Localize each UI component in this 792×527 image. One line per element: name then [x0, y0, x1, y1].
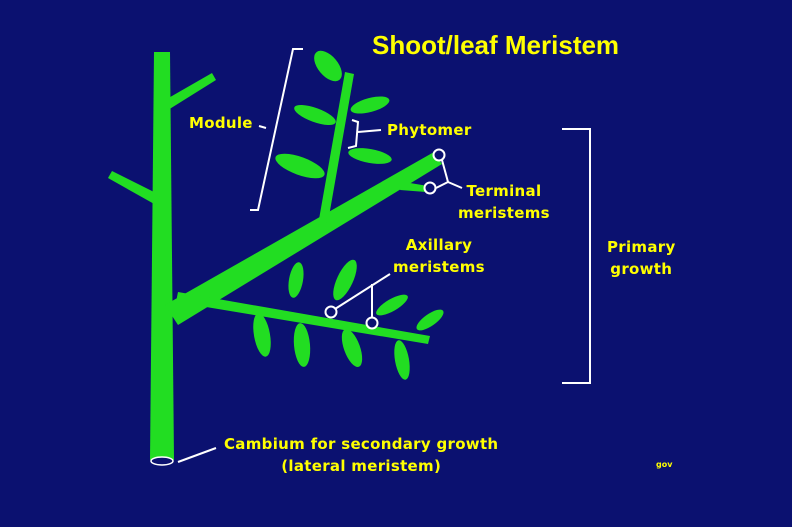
module-bracket [250, 48, 303, 211]
plant-illustration [108, 50, 444, 466]
module-pointer [258, 125, 267, 129]
main-branch [165, 152, 442, 325]
primary-growth-label: Primary growth [607, 236, 676, 280]
terminal-pointer [447, 181, 463, 189]
leaf [394, 340, 410, 380]
annotation-lines [177, 48, 591, 463]
leaf [416, 309, 444, 331]
leaf [253, 313, 271, 357]
leaf [293, 323, 311, 367]
primary-growth-line-2: growth [610, 260, 673, 278]
slide-title: Shoot/leaf Meristem [372, 30, 620, 60]
terminal-meristems-line-2: meristems [458, 204, 550, 222]
leaf [341, 329, 363, 367]
leaf [333, 259, 357, 301]
axillary-meristem-marker [365, 316, 379, 330]
leaf [275, 153, 325, 179]
leaf [350, 96, 390, 114]
cambium-line-2: (lateral meristem) [281, 457, 442, 475]
terminal-twig [400, 182, 428, 192]
leaf [288, 262, 304, 298]
upper-shoot [318, 72, 354, 225]
cambium-label: Cambium for secondary growth (lateral me… [224, 433, 498, 477]
terminal-meristem-marker [423, 181, 437, 195]
axillary-pointer [334, 273, 391, 310]
primary-growth-line-1: Primary [607, 238, 676, 256]
cambium-line-1: Cambium for secondary growth [224, 435, 499, 453]
leaf [314, 50, 342, 82]
phytomer-bracket [347, 119, 360, 149]
terminal-meristems-line-1: Terminal [466, 182, 542, 200]
leaf [348, 148, 392, 164]
axillary-meristems-line-2: meristems [393, 258, 485, 276]
axillary-meristems-label: Axillary meristems [393, 234, 485, 278]
left-twig [108, 171, 160, 205]
primary-growth-bracket [562, 128, 591, 384]
cambium-pointer [177, 447, 217, 463]
main-stem [150, 52, 174, 460]
phytomer-pointer [357, 129, 382, 133]
leaf [376, 294, 408, 316]
terminal-meristems-label: Terminal meristems [458, 180, 550, 224]
module-label: Module [189, 114, 253, 132]
corner-mark: gov [656, 460, 673, 469]
terminal-meristem-marker [432, 148, 446, 162]
leaf [294, 105, 336, 125]
lower-branch [176, 292, 430, 344]
phytomer-label: Phytomer [387, 121, 472, 139]
upper-right-twig [165, 73, 216, 110]
cambium-ring [150, 456, 174, 466]
axillary-meristem-marker [324, 305, 338, 319]
axillary-meristems-line-1: Axillary [405, 236, 473, 254]
